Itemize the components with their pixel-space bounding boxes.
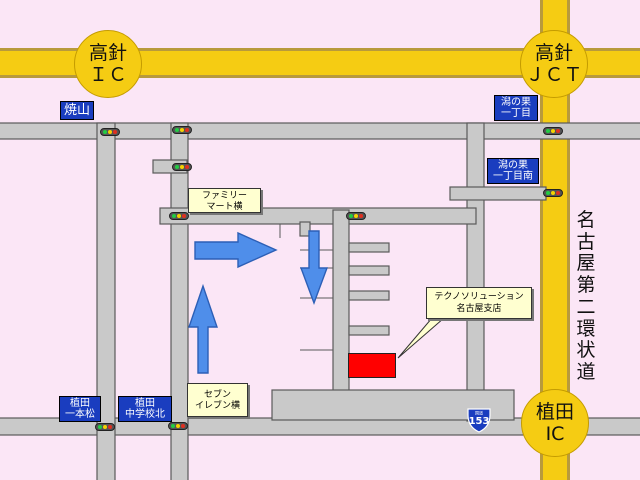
arrow-south [299,230,329,306]
expressway-label-char: 第 [576,274,596,297]
takabari-jct-type: ＪＣＴ [525,64,583,86]
road-side-c [348,290,390,301]
expressway-label-char: 古 [576,230,596,253]
traffic-light-icon [543,189,563,197]
arrow-east [194,231,278,269]
takabari-ic-name: 高針 [88,42,127,64]
route-shield-label: 国道 [475,410,483,416]
sign-ueda-chugakko-line2: 中学校北 [125,409,165,420]
area-label-yakeyama: 焼山 [60,101,95,120]
traffic-light-icon [95,423,115,431]
sign-ueda-ipponmatsu-line2: 一本松 [65,409,95,420]
sign-ueda-ipponmatsu-line1: 植田 [70,398,90,409]
landmark-seveneleven-line2: イレブン横 [194,401,240,411]
arrow-north [188,283,218,374]
route-number: 153 [468,416,490,427]
route-shield-icon: 国道 [467,408,491,433]
expressway-label-char: 状 [576,339,596,362]
expressway-label-char: 道 [576,360,596,383]
expressway-label-char: 二 [576,295,596,318]
destination-callout: テクノソリューション 名古屋支店 [426,287,532,319]
traffic-light-icon [172,163,192,171]
takabari-ic-marker: 高針 ＩＣ [74,30,142,98]
traffic-light-icon [172,126,192,134]
sign-shiofumi-line1: 潟の果 [501,97,531,108]
sign-shiofumi-minami-line2: 一丁目南 [493,171,533,182]
expressway-label: 名 古 屋 第 二 環 状 道 [572,209,600,384]
road-side-a [348,242,390,253]
callout-pointer [397,317,446,359]
landmark-familymart-line1: ファミリー [201,191,247,201]
takabari-jct-name: 高針 [534,42,573,64]
sign-shiofumi-minami: 潟の果 一丁目南 [487,158,539,184]
sign-ueda-chugakko: 植田 中学校北 [118,396,172,422]
road-east-avenue [466,122,485,422]
landmark-seveneleven: セブン イレブン横 [187,383,248,417]
sign-ueda-ipponmatsu: 植田 一本松 [59,396,101,422]
road-side-vertical [332,209,350,394]
destination-branch: 名古屋支店 [456,304,502,314]
expressway-label-char: 屋 [576,252,596,275]
traffic-light-icon [543,127,563,135]
traffic-light-icon [346,212,366,220]
takabari-ic-type: ＩＣ [88,64,127,86]
road-side-b [348,265,390,276]
expressway-label-char: 名 [576,209,596,231]
sign-shiofumi: 潟の果 一丁目 [494,95,538,121]
road-upper-east [449,186,547,201]
ueda-ic-name: 植田 [535,401,574,423]
landmark-familymart: ファミリー マート横 [188,188,261,213]
ueda-ic-type: IC [545,423,565,445]
takabari-jct-marker: 高針 ＪＣＴ [520,30,588,98]
road-west-avenue [96,122,116,480]
expressway-label-char: 環 [576,317,596,340]
sign-shiofumi-minami-line1: 潟の果 [498,160,528,171]
destination-marker[interactable] [348,353,396,378]
landmark-familymart-line2: マート横 [206,202,243,212]
traffic-light-icon [100,128,120,136]
landmark-seveneleven-line1: セブン [203,390,231,400]
sign-shiofumi-line2: 一丁目 [501,108,531,119]
road-side-d [348,325,390,336]
traffic-light-icon [169,212,189,220]
destination-company: テクノソリューション [434,292,524,302]
ueda-ic-marker: 植田 IC [521,389,589,457]
sign-ueda-chugakko-line1: 植田 [135,398,155,409]
traffic-light-icon [168,422,188,430]
